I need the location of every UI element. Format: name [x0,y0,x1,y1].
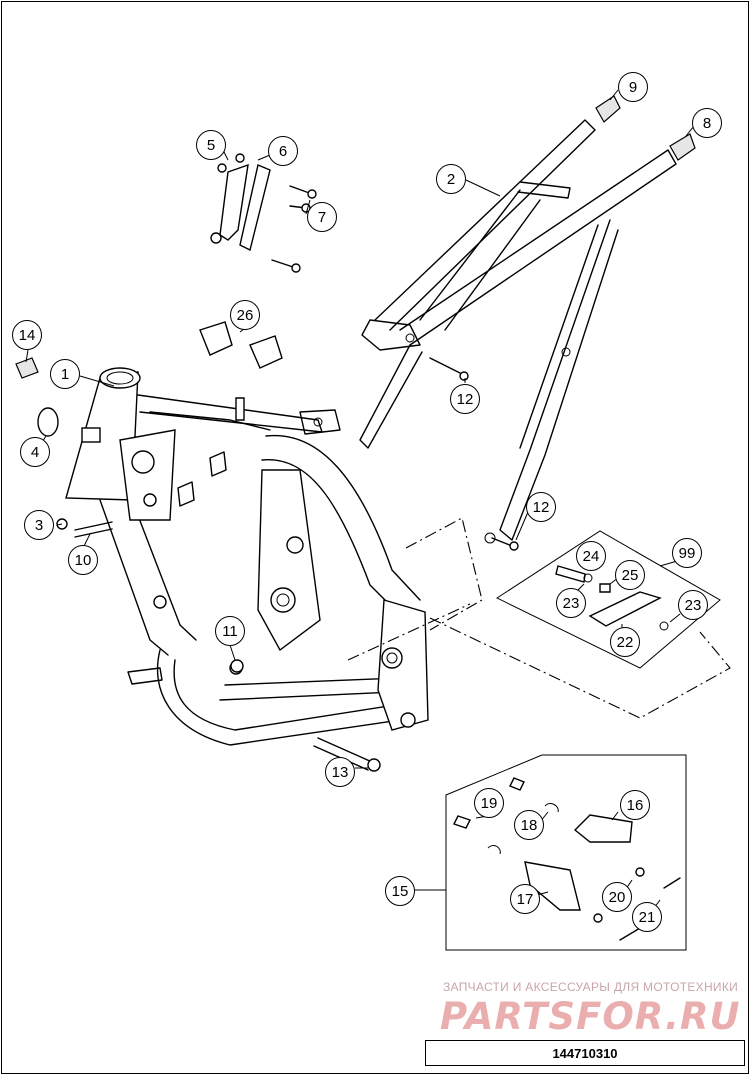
callout-2: 2 [436,164,466,194]
diagram-number: 144710310 [552,1045,618,1061]
callout-3: 3 [24,510,54,540]
callout-4: 4 [20,437,50,467]
leader-lines [25,89,695,917]
callout-23-right: 23 [678,590,708,620]
callout-8: 8 [692,108,722,138]
kit-99 [495,530,721,669]
callout-11: 11 [215,616,245,646]
callout-13: 13 [325,757,355,787]
callout-15: 15 [385,876,415,906]
callout-21: 21 [632,902,662,932]
small-parts [15,153,519,772]
callout-19: 19 [474,788,504,818]
callout-12-subframe: 12 [450,384,480,414]
callout-6: 6 [268,136,298,166]
callout-18: 18 [514,810,544,840]
watermark-brand: PARTSFOR.RU [440,995,741,1038]
callout-1: 1 [50,359,80,389]
callout-9: 9 [618,72,648,102]
assembly-lines [347,517,731,719]
callout-14: 14 [12,320,42,350]
callout-20: 20 [602,882,632,912]
diagram-number-box: 144710310 [425,1040,745,1066]
kit-15 [445,754,687,951]
callout-22: 22 [610,627,640,657]
watermark-caption: ЗАПЧАСТИ И АКСЕССУАРЫ ДЛЯ МОТОТЕХНИКИ [443,980,739,994]
callout-5: 5 [196,130,226,160]
callout-24: 24 [576,541,606,571]
callout-7: 7 [307,202,337,232]
callout-23-left: 23 [556,588,586,618]
callout-99: 99 [672,538,702,568]
callout-26: 26 [230,300,260,330]
callout-10: 10 [68,545,98,575]
callout-12-lower: 12 [526,492,556,522]
callout-17: 17 [510,884,540,914]
callout-16: 16 [620,790,650,820]
subframe [359,95,696,544]
callout-25: 25 [615,560,645,590]
main-frame [65,367,429,746]
